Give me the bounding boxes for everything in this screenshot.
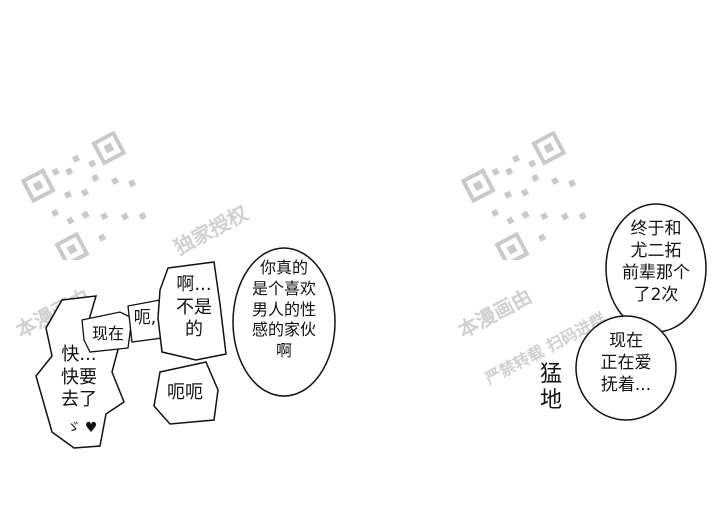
dialogue-text: 呃, — [133, 308, 157, 328]
dialogue-text: 你真的 是个喜欢 男人的性 感的家伙 啊 — [251, 258, 316, 361]
oval-balloon-right-2 — [575, 315, 677, 421]
dialogue-text: 现在 — [91, 324, 124, 343]
jagged-balloon-2 — [81, 311, 133, 353]
dialogue-text: 啊... 不是 的 — [176, 274, 212, 340]
sound-mark: ゞ ♥ — [66, 420, 98, 436]
jagged-balloon-4 — [157, 261, 227, 361]
qr-watermark-right — [460, 130, 587, 260]
jagged-balloon-5 — [153, 361, 219, 425]
dialogue-text: 快... 快要 去了 — [61, 344, 97, 410]
qr-watermark-left — [20, 130, 147, 260]
dialogue-text: 现在 正在爱 抚着... — [600, 331, 652, 396]
oval-balloon-left — [232, 247, 336, 397]
sound-effect-text: 猛 地 — [540, 362, 563, 414]
dialogue-text: 终于和 尤二拓 前辈那个 了2次 — [622, 219, 690, 306]
dialogue-text: 呃呃 — [167, 382, 203, 403]
